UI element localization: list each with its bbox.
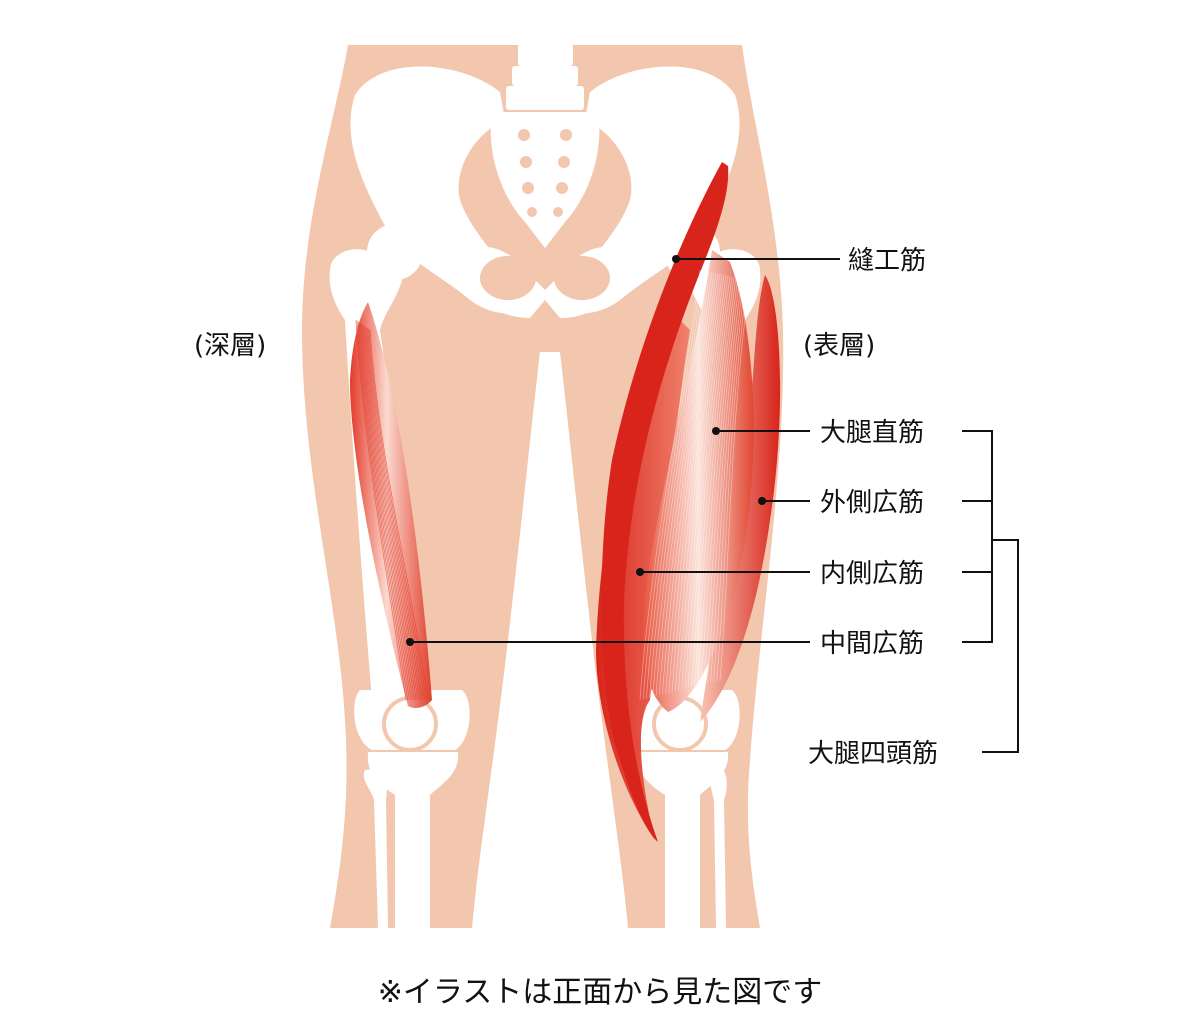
label-quadriceps: 大腿四頭筋: [808, 739, 938, 769]
muscle-fiber: [703, 277, 741, 685]
rectus-femoris-muscle: [643, 250, 754, 712]
muscle-fiber: [360, 323, 415, 701]
lumbar-vertebra: [518, 44, 573, 66]
label-deep-layer: (深層): [194, 331, 266, 361]
muscle-fiber: [710, 278, 745, 683]
muscle-fiber: [655, 271, 711, 697]
muscle-fiber: [681, 275, 727, 690]
muscles: [350, 162, 781, 842]
muscle-fiber: [356, 320, 409, 701]
pointer-vastus-lateralis: [758, 497, 766, 505]
muscle-fiber: [362, 324, 417, 701]
pointer-rectus-femoris: [712, 427, 720, 435]
muscle-fiber: [697, 277, 737, 686]
footnote: ※イラストは正面から見た図です: [378, 975, 823, 1010]
muscle-fiber: [367, 328, 426, 701]
muscle-fiber: [366, 327, 424, 701]
leader-lines: [406, 255, 1019, 753]
muscle-fiber: [665, 273, 717, 694]
lumbar-vertebra: [512, 66, 578, 86]
muscle-fiber: [694, 276, 735, 687]
surface-muscle-fibers: [639, 269, 751, 701]
sacrum: [490, 112, 600, 248]
lumbar-vertebra: [506, 86, 584, 110]
label-vastus-medialis: 内側広筋: [820, 559, 924, 589]
muscle-fiber: [662, 272, 715, 695]
sartorius-muscle: [601, 162, 729, 842]
right-tibia: [637, 752, 729, 928]
right-obturator-foramen: [554, 256, 610, 300]
left-tibia: [367, 752, 459, 928]
muscle-fiber: [678, 274, 725, 691]
muscle-fiber: [700, 277, 739, 685]
right-fibula: [710, 768, 727, 928]
label-vastus-intermedius: 中間広筋: [820, 629, 924, 659]
muscle-fiber: [716, 279, 749, 681]
muscle-fiber: [684, 275, 729, 689]
muscle-fiber: [706, 278, 743, 684]
muscle-fiber: [658, 272, 713, 696]
pointer-vastus-intermedius: [406, 638, 414, 646]
label-surface-layer: (表層): [803, 331, 875, 361]
pointer-vastus-medialis: [636, 568, 644, 576]
muscle-fiber: [713, 279, 747, 682]
muscle-fiber: [668, 273, 719, 693]
muscle-fiber: [359, 323, 414, 701]
quadriceps-outer-bracket: [982, 539, 1019, 753]
label-sartorius: 縫工筋: [848, 246, 926, 276]
vastus-intermedius-fibers: [355, 319, 429, 701]
muscle-fiber: [363, 325, 419, 701]
label-rectus-femoris: 大腿直筋: [820, 418, 924, 448]
muscle-fiber: [369, 329, 429, 701]
label-vastus-lateralis: 外側広筋: [820, 488, 924, 518]
muscle-fiber: [674, 274, 723, 692]
muscle-fiber: [364, 326, 420, 701]
muscle-fiber: [687, 275, 731, 689]
muscle-fiber: [357, 321, 410, 701]
left-obturator-foramen: [480, 256, 536, 300]
muscle-fiber: [355, 319, 407, 701]
muscle-fiber: [719, 279, 751, 681]
muscle-fiber: [690, 276, 733, 688]
muscle-fiber: [639, 269, 701, 701]
muscle-fiber: [358, 322, 412, 701]
pointer-sartorius: [672, 255, 680, 263]
quadriceps-inner-bracket: [962, 430, 993, 643]
sacral-foramina: [518, 129, 572, 217]
left-fibula: [363, 768, 388, 928]
muscle-fiber: [671, 273, 721, 693]
muscle-fiber: [365, 326, 422, 701]
muscle-fiber: [368, 329, 427, 701]
labels: (深層) (表層) 縫工筋 大腿直筋 外側広筋 内側広筋 中間広筋 大腿四頭筋 …: [194, 246, 938, 1010]
